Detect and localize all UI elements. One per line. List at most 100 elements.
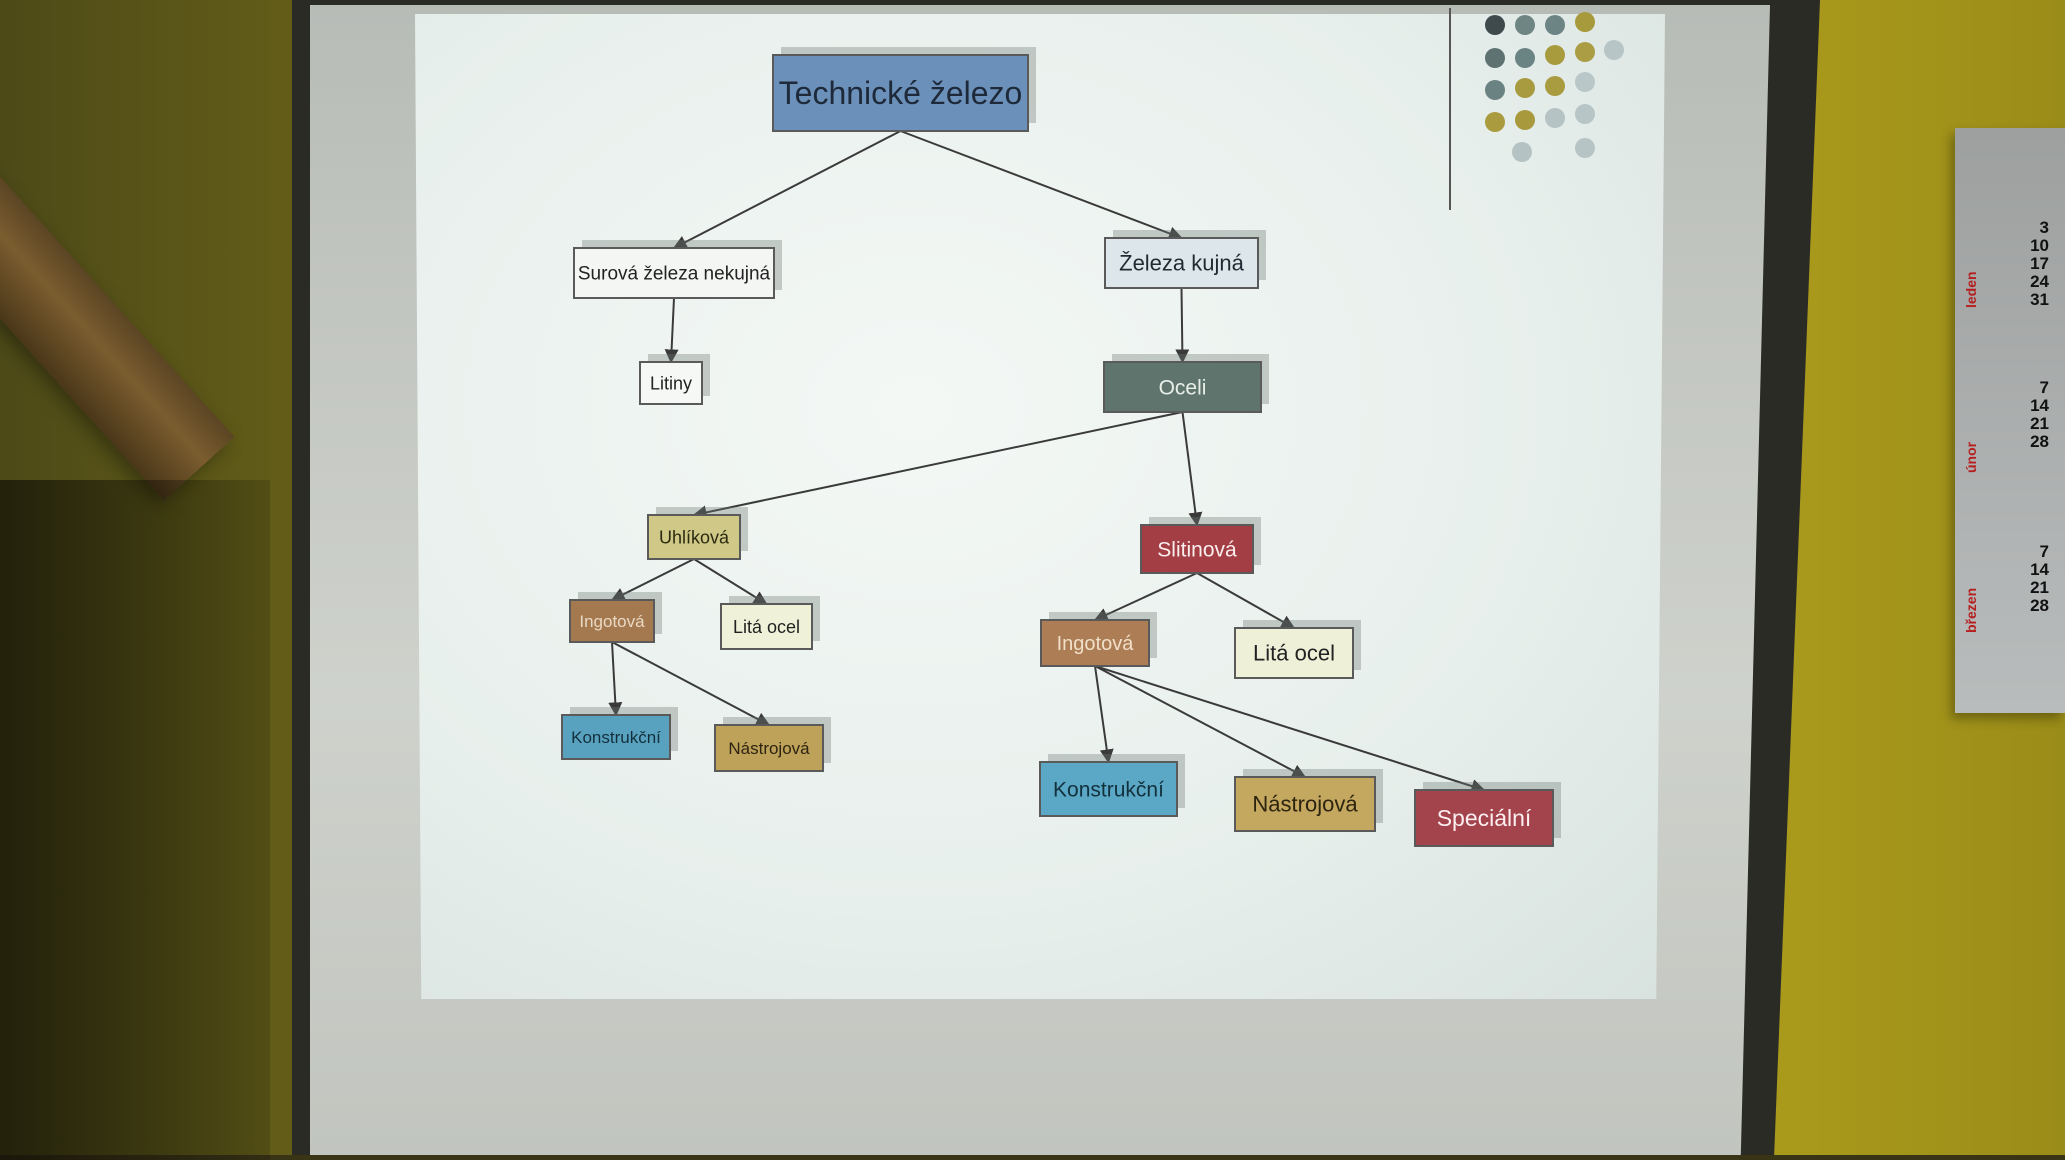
diagram-arrow (1094, 665, 1114, 764)
node-label: Litá ocel (1253, 641, 1335, 666)
diagram-arrow (693, 558, 768, 605)
diagram-arrow (1196, 572, 1296, 629)
diagram-node-ingotova-1: Ingotová (569, 592, 662, 643)
diagram-node-ingotova-2: Ingotová (1040, 612, 1157, 667)
calendar-day: 24 (2030, 272, 2049, 291)
diagram-arrow (610, 558, 695, 601)
diagram-node-lita-ocel-1: Litá ocel (720, 596, 820, 650)
diagram-node-specialni: Speciální (1414, 782, 1561, 847)
diagram-node-zeleza-kujna: Železa kujná (1104, 230, 1266, 289)
diagram-arrow (1094, 665, 1307, 778)
diagram-arrow (1181, 411, 1203, 527)
diagram-node-litiny: Litiny (639, 354, 710, 405)
diagram-arrow (900, 130, 1183, 241)
diagram-arrow (608, 641, 623, 717)
decorative-dot (1545, 15, 1565, 35)
diagram-arrow (611, 641, 771, 726)
node-box (714, 724, 824, 772)
decorative-dot (1575, 42, 1595, 62)
node-box (1103, 361, 1262, 413)
diagram-arrow (1094, 665, 1486, 793)
diagram-node-surova-zeleza: Surová železa nekujná (573, 240, 782, 299)
node-box (561, 714, 671, 760)
node-box (1104, 237, 1259, 289)
diagram-node-uhlikova: Uhlíková (647, 507, 748, 560)
node-label: Oceli (1159, 376, 1207, 399)
wall-calendar: leden únor březen 3 10 17 24 31 7 14 21 … (1955, 128, 2065, 713)
decorative-dot (1485, 80, 1505, 100)
calendar-day: 31 (2030, 290, 2049, 309)
node-box (720, 603, 813, 650)
node-box (573, 247, 775, 299)
decorative-dot (1575, 104, 1595, 124)
calendar-day: 3 (2039, 218, 2049, 237)
decorative-dot (1604, 40, 1624, 60)
node-label: Nástrojová (728, 739, 810, 758)
node-box (1140, 524, 1254, 574)
diagram-node-konstrukcni-1: Konstrukční (561, 707, 678, 760)
decorative-dot (1515, 48, 1535, 68)
node-box (639, 361, 703, 405)
decorative-dots (1485, 12, 1624, 162)
decorative-dot (1485, 112, 1505, 132)
node-label: Technické železo (779, 75, 1023, 111)
diagram-node-slitinova: Slitinová (1140, 517, 1261, 574)
calendar-day: 10 (2030, 236, 2049, 255)
node-box (569, 599, 655, 643)
decorative-dot (1575, 72, 1595, 92)
diagram-node-lita-ocel-2: Litá ocel (1234, 620, 1361, 679)
node-label: Litiny (650, 373, 692, 393)
node-box (1040, 619, 1150, 667)
diagram-arrow (692, 411, 1183, 520)
calendar-day: 21 (2030, 578, 2049, 597)
node-box (1234, 776, 1376, 832)
diagram-node-nastrojova-1: Nástrojová (714, 717, 831, 772)
calendar-day: 14 (2030, 396, 2049, 415)
calendar-day: 17 (2030, 254, 2049, 273)
diagram-arrow (1175, 287, 1190, 364)
node-box (647, 514, 741, 560)
calendar-day: 7 (2039, 542, 2049, 561)
node-label: Ingotová (1057, 633, 1135, 655)
node-label: Konstrukční (1053, 778, 1164, 801)
decorative-dot (1575, 138, 1595, 158)
decorative-dot (1575, 12, 1595, 32)
diagram-node-nastrojova-2: Nástrojová (1234, 769, 1383, 832)
decorative-dot (1515, 78, 1535, 98)
diagram-node-konstrukcni-2: Konstrukční (1039, 754, 1185, 817)
diagram-edges (608, 130, 1486, 793)
decorative-dot (1545, 108, 1565, 128)
calendar-day: 7 (2039, 378, 2049, 397)
calendar-day: 28 (2030, 596, 2049, 615)
node-label: Surová železa nekujná (578, 264, 771, 285)
decorative-dot (1512, 142, 1532, 162)
diagram-arrow (664, 297, 679, 364)
diagram-arrow (1093, 572, 1198, 622)
calendar-day: 21 (2030, 414, 2049, 433)
node-box (1039, 761, 1178, 817)
node-box (1414, 789, 1554, 847)
decorative-dot (1515, 110, 1535, 130)
diagram-node-oceli: Oceli (1103, 354, 1269, 413)
calendar-day: 28 (2030, 432, 2049, 451)
node-label: Železa kujná (1119, 251, 1245, 276)
node-label: Nástrojová (1252, 792, 1358, 817)
node-label: Ingotová (579, 612, 645, 631)
node-label: Speciální (1437, 805, 1532, 831)
calendar-day: 14 (2030, 560, 2049, 579)
decorative-dot (1545, 45, 1565, 65)
node-label: Uhlíková (659, 527, 730, 547)
node-label: Slitinová (1157, 538, 1237, 561)
node-label: Litá ocel (733, 617, 800, 637)
diagram-arrow (672, 130, 901, 249)
diagram-node-technicke-zelezo: Technické železo (772, 47, 1036, 132)
node-box (772, 54, 1029, 132)
node-box (1234, 627, 1354, 679)
decorative-dot (1515, 15, 1535, 35)
decorative-dot (1485, 48, 1505, 68)
node-label: Konstrukční (571, 728, 661, 747)
decorative-dot (1485, 15, 1505, 35)
shadow (0, 480, 270, 1160)
